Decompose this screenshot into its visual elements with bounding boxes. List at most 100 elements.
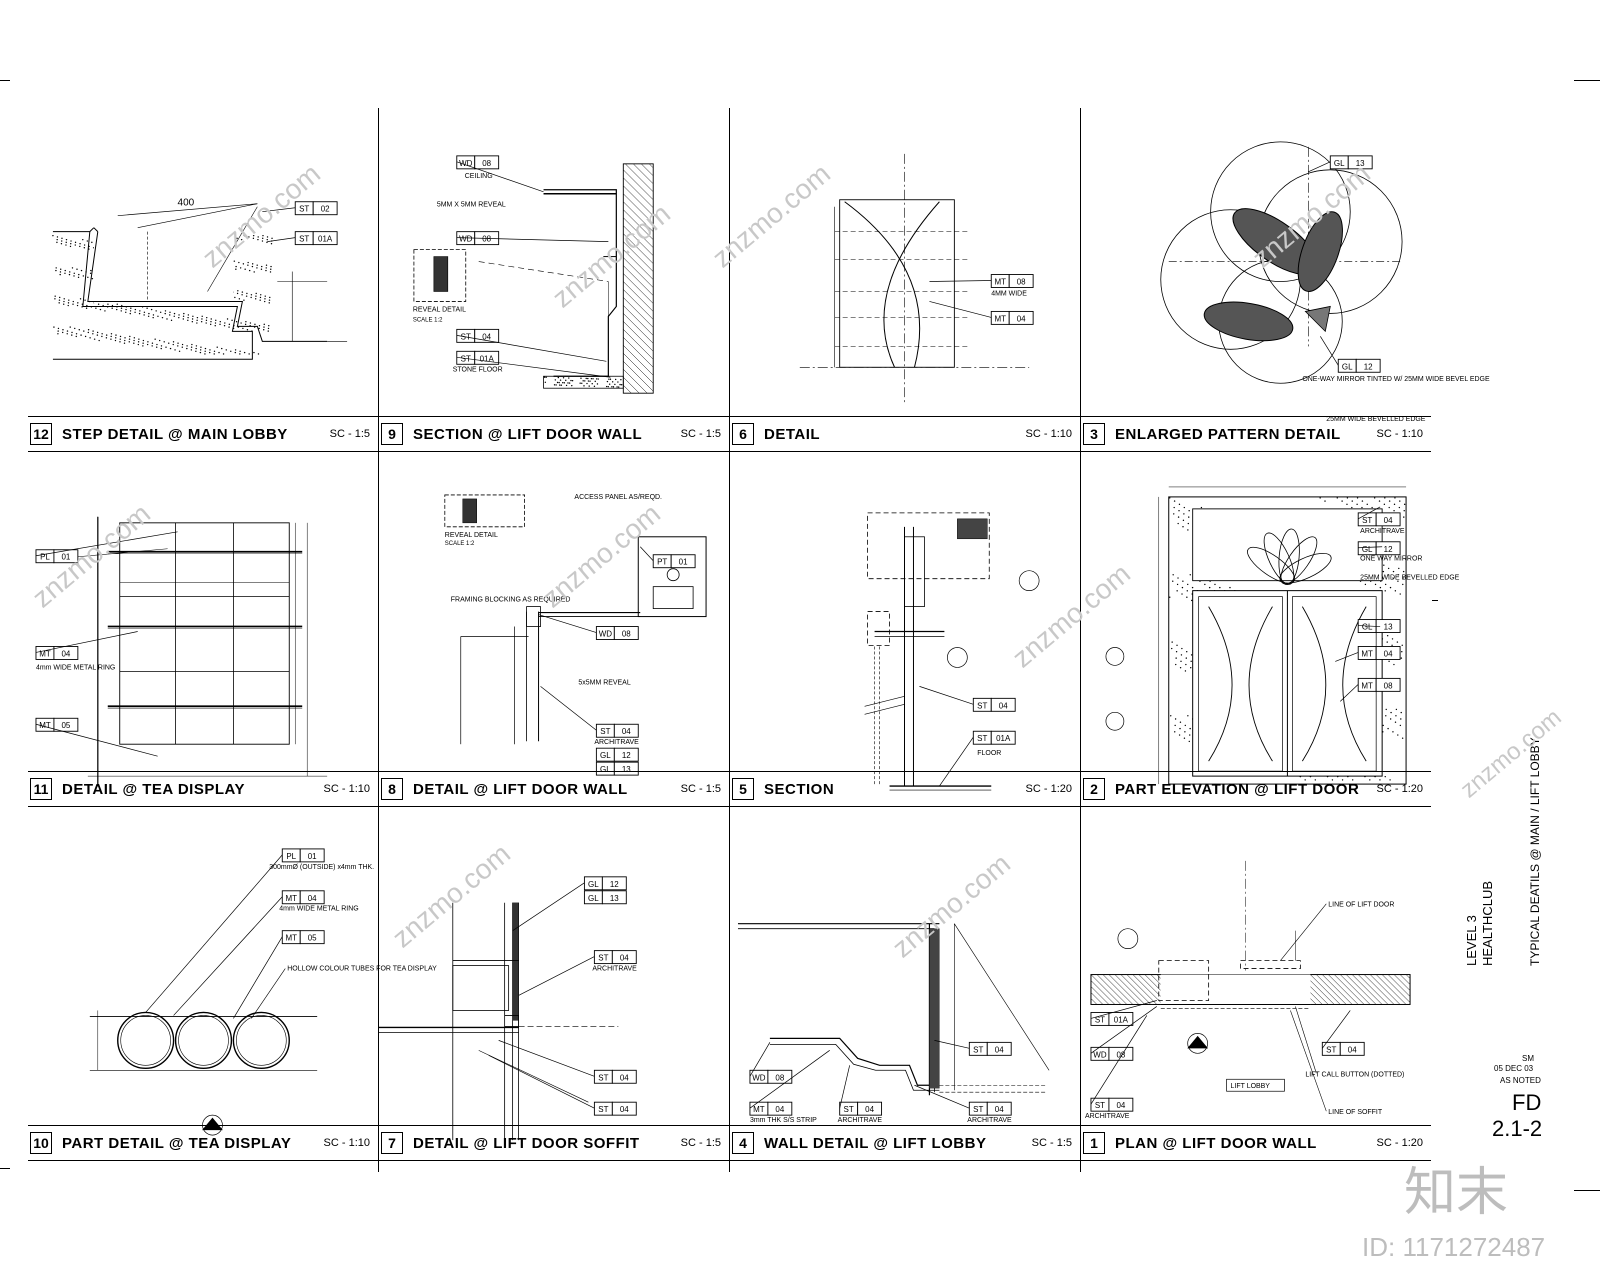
- tag-number: 01A: [996, 734, 1011, 743]
- hatch-dot: [1392, 731, 1394, 733]
- section-marker: [1105, 711, 1125, 731]
- hatch-line: [623, 241, 654, 272]
- hatch-dot: [146, 343, 149, 346]
- tag-number-box: [990, 730, 1016, 745]
- hatch-dot: [187, 314, 190, 316]
- hatch-dot: [1394, 590, 1397, 592]
- watermark-logo: 知末: [1404, 1164, 1509, 1222]
- hatch-dot: [73, 272, 75, 274]
- leader-line: [233, 936, 283, 1019]
- hatch-dot: [1187, 715, 1189, 717]
- linework: [117, 203, 258, 217]
- hatch-dot: [142, 345, 144, 347]
- tag-number: 04: [1384, 516, 1393, 525]
- hatch-dot: [592, 378, 594, 380]
- hatch-dot: [204, 350, 206, 352]
- tag-code: MT: [994, 314, 1006, 323]
- hatch-dot: [115, 337, 117, 339]
- hatch-dot: [1183, 513, 1185, 515]
- hatch-dot: [65, 238, 68, 241]
- hatch-dot: [605, 385, 608, 388]
- hatch-dot: [558, 381, 560, 384]
- hatch-dot: [614, 378, 617, 381]
- tag-number: 04: [1017, 314, 1026, 323]
- hatch-dot: [555, 384, 557, 386]
- tag-number-box: [613, 626, 639, 640]
- hatch-dot: [1379, 586, 1382, 589]
- hatch-dot: [92, 333, 94, 335]
- hatch-dot: [255, 295, 257, 297]
- hatch-dot: [271, 237, 273, 240]
- hatch-dot: [1400, 711, 1402, 714]
- note-text: ARCHITRAVE: [1360, 528, 1405, 535]
- section-marker: [947, 647, 968, 668]
- tag-number-box: [1108, 1012, 1134, 1026]
- hatch-dot: [1204, 583, 1206, 586]
- tag-number-box: [857, 1101, 883, 1116]
- leader-line: [919, 686, 974, 705]
- hatch-dot: [235, 265, 237, 268]
- hatch-dot: [91, 241, 93, 244]
- note-text: ARCHITRAVE: [967, 1117, 1012, 1124]
- hatch-dot: [163, 341, 165, 343]
- hatch-dot: [81, 306, 83, 308]
- hatch-dot: [265, 264, 268, 266]
- hatch-dot: [59, 271, 62, 273]
- label-box: [1226, 1078, 1285, 1092]
- linework: [1290, 1010, 1327, 1112]
- hatch-line: [623, 321, 654, 352]
- leader-line: [1340, 684, 1359, 702]
- leader-line: [512, 882, 585, 931]
- hatch-dot: [1189, 727, 1191, 730]
- hatch-line: [1369, 974, 1401, 1005]
- hatch-dot: [1397, 574, 1400, 576]
- door-head: [904, 536, 925, 607]
- panel-number: 11: [30, 778, 52, 800]
- hatch-dot: [261, 240, 264, 242]
- hatch-dot: [266, 236, 269, 238]
- hatch-dot: [1387, 567, 1390, 570]
- section-marker: [202, 1117, 223, 1131]
- hatch-dot: [110, 335, 112, 338]
- tag-number: 04: [995, 1105, 1004, 1114]
- hatch-dot: [1391, 644, 1393, 647]
- panel-title: DETAIL @ TEA DISPLAY: [62, 780, 245, 798]
- hatch-dot: [1351, 506, 1353, 509]
- hatch-dot: [120, 310, 122, 312]
- reveal-section: [462, 498, 477, 524]
- hatch-dot: [268, 325, 270, 327]
- hatch-dot: [1175, 657, 1177, 659]
- hatch-dot: [76, 304, 79, 307]
- hatch-dot: [1179, 721, 1182, 723]
- hatch-dot: [169, 311, 171, 313]
- leader-line: [1090, 1006, 1157, 1054]
- hatch-dot: [1402, 570, 1405, 573]
- hatch-dot: [232, 327, 235, 330]
- panel-scale: SC - 1:5: [680, 783, 721, 795]
- hatch-dot: [557, 376, 560, 379]
- hatch-dot: [151, 345, 153, 347]
- hatch-dot: [1384, 775, 1386, 778]
- hatch-dot: [156, 343, 158, 346]
- hatch-line: [1090, 998, 1098, 1005]
- note-text: FLOOR: [977, 750, 1001, 757]
- hatch-dot: [1200, 506, 1203, 509]
- hatch-line: [1399, 974, 1411, 985]
- hatch-dot: [196, 316, 199, 319]
- panel-scale: SC - 1:5: [1031, 1137, 1072, 1149]
- wall-lining: [929, 928, 940, 1089]
- note-text: 3mm THK S/S STRIP: [750, 1117, 817, 1124]
- hatch-dot: [120, 307, 123, 309]
- hatch-line: [623, 329, 654, 360]
- hatch-dot: [83, 247, 86, 249]
